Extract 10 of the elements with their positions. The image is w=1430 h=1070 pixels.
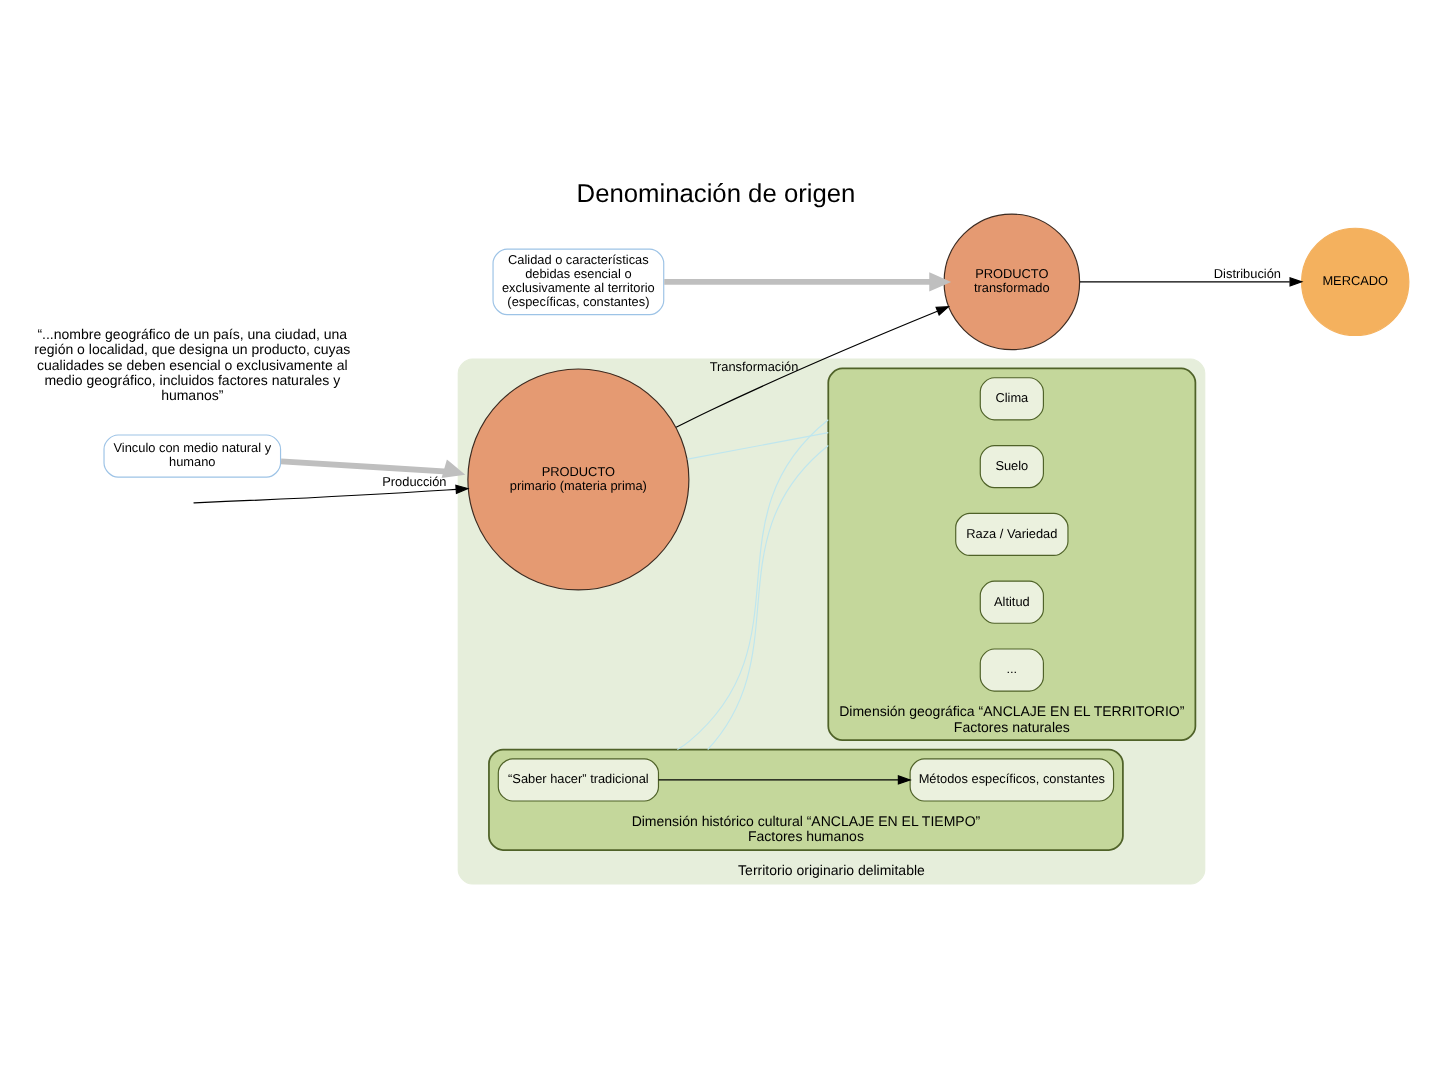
connector — [686, 432, 828, 460]
diagram-title: Denominación de origen — [575, 177, 855, 208]
arrow — [1078, 276, 1303, 287]
arrow — [191, 484, 469, 504]
arrow — [657, 775, 911, 785]
arrow — [663, 272, 951, 292]
connector — [706, 444, 828, 751]
connector — [675, 419, 828, 751]
arrow — [279, 458, 465, 478]
arrow — [674, 306, 950, 428]
